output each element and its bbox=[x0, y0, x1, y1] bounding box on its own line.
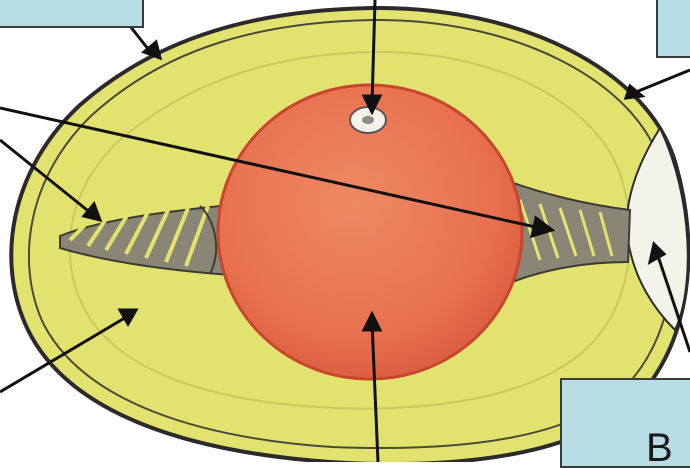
label-box-top-left bbox=[0, 0, 144, 28]
label-bottom-right-text: В bbox=[646, 428, 673, 468]
germinal-disc bbox=[350, 107, 386, 133]
label-box-bottom-right: В bbox=[560, 378, 690, 468]
label-box-top-right bbox=[656, 0, 690, 58]
arrow-shell-membrane bbox=[636, 70, 690, 92]
